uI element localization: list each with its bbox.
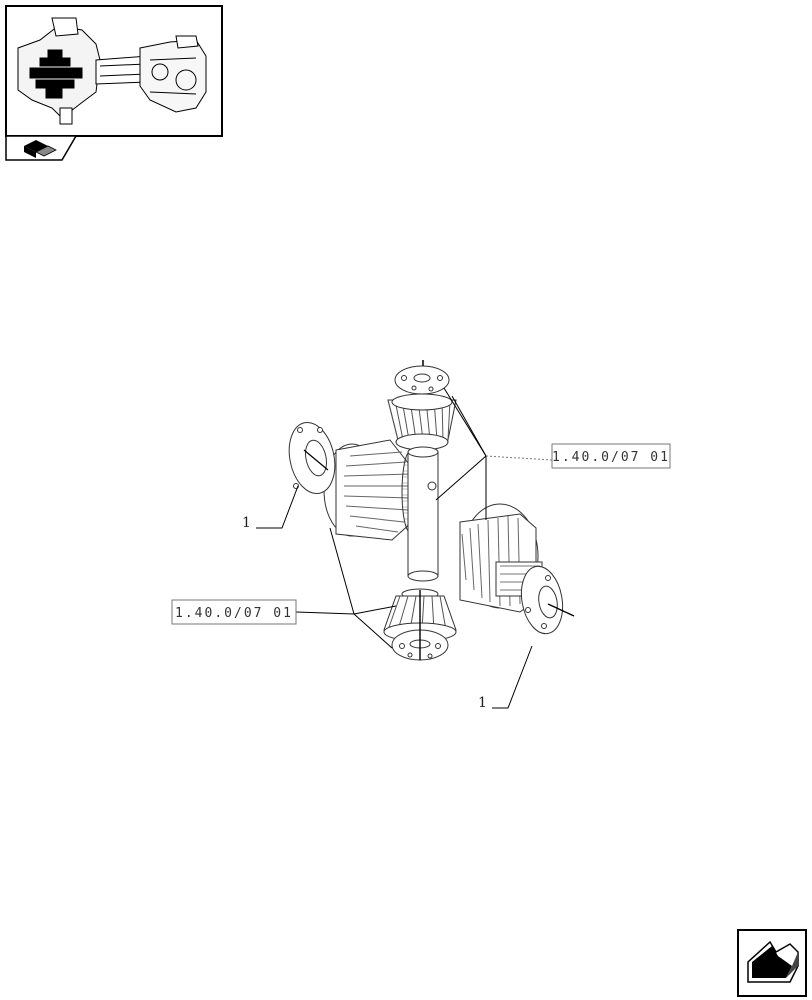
- leader-lines: [256, 387, 553, 709]
- left-thrust-washer: [288, 421, 336, 495]
- differential-exploded-view: [288, 360, 575, 661]
- axle-overview-thumbnail: [17, 17, 207, 125]
- reference-text-lower: 1.40.0/07 01: [175, 606, 293, 621]
- reference-box-upper[interactable]: 1.40.0/07 01: [551, 443, 671, 469]
- right-thrust-washer: [520, 565, 575, 635]
- upper-planet-gear: [387, 393, 457, 451]
- book-page-icon-button[interactable]: [5, 135, 78, 161]
- part-callout-left: 1: [242, 515, 251, 531]
- upper-thrust-washer: [394, 365, 450, 395]
- book-page-icon: [24, 140, 57, 158]
- reference-box-lower[interactable]: 1.40.0/07 01: [171, 599, 297, 625]
- part-callout-right: 1: [478, 695, 487, 711]
- next-page-button[interactable]: [737, 929, 807, 997]
- next-page-arrow-icon: [747, 940, 799, 983]
- thumbnail-panel[interactable]: [5, 5, 223, 137]
- cross-pin: [407, 446, 439, 582]
- right-side-gear: [459, 503, 543, 613]
- left-side-gear: [323, 439, 419, 541]
- reference-text-upper: 1.40.0/07 01: [552, 450, 670, 465]
